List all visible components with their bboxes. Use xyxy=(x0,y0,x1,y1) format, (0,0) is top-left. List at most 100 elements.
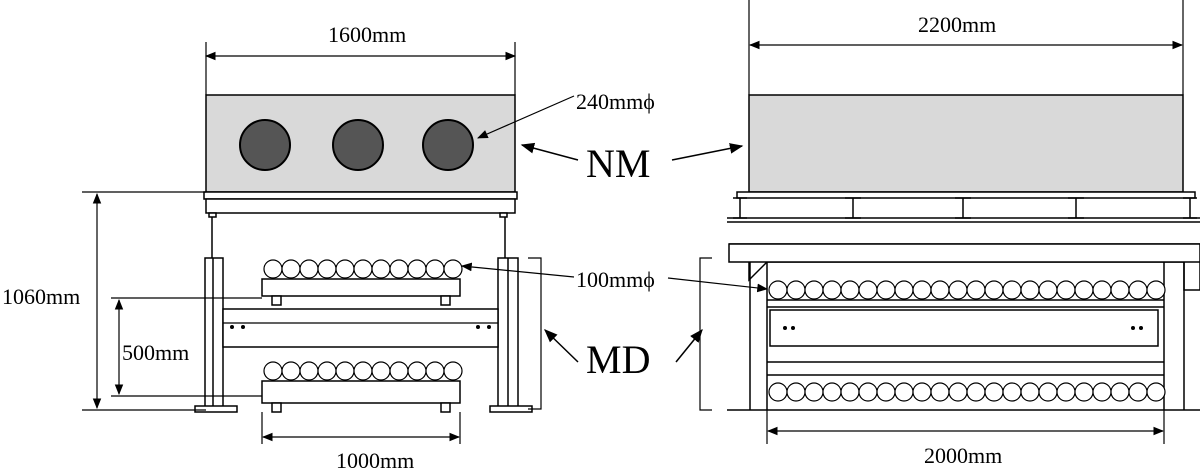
rollers-right-bottom xyxy=(768,382,1166,402)
hole-3 xyxy=(422,119,474,171)
roller xyxy=(948,382,968,402)
roller xyxy=(317,361,337,381)
md-arrow-left xyxy=(544,329,579,363)
roller xyxy=(299,361,319,381)
roller xyxy=(407,361,427,381)
roller xyxy=(1002,382,1022,402)
roller xyxy=(371,361,391,381)
roller xyxy=(804,280,824,300)
nm-label: NM xyxy=(586,141,650,186)
hole-2 xyxy=(332,119,384,171)
roller xyxy=(984,280,1004,300)
roller xyxy=(966,382,986,402)
left-tray-bottom xyxy=(261,380,461,404)
roller xyxy=(768,382,788,402)
hole-diameter-label: 240mmϕ xyxy=(576,89,655,114)
roller xyxy=(1128,382,1148,402)
roller xyxy=(443,259,463,279)
roller xyxy=(1056,382,1076,402)
roller xyxy=(1020,280,1040,300)
roller xyxy=(1092,382,1112,402)
dim-label-1600: 1600mm xyxy=(328,22,406,47)
right-base-plate xyxy=(736,191,1196,199)
roller xyxy=(425,259,445,279)
roller xyxy=(317,259,337,279)
right-crossbeam xyxy=(769,309,1159,347)
roller xyxy=(335,259,355,279)
roller xyxy=(1128,280,1148,300)
roller xyxy=(389,259,409,279)
roller xyxy=(1110,382,1130,402)
roller xyxy=(1056,280,1076,300)
roller xyxy=(1146,382,1166,402)
roller xyxy=(1038,382,1058,402)
roller xyxy=(858,280,878,300)
dim-label-2200: 2200mm xyxy=(918,12,996,37)
roller xyxy=(281,361,301,381)
roller xyxy=(876,382,896,402)
roller xyxy=(263,259,283,279)
left-crossbeam xyxy=(222,308,499,348)
md-bracket-right xyxy=(699,257,712,411)
hole-diameter-leader xyxy=(477,95,575,139)
roller xyxy=(353,259,373,279)
nm-mass-right xyxy=(748,94,1184,193)
rollers-right-top xyxy=(768,280,1166,300)
dim-label-500: 500mm xyxy=(122,340,189,365)
roller xyxy=(894,382,914,402)
roller xyxy=(822,382,842,402)
roller xyxy=(1074,280,1094,300)
roller xyxy=(335,361,355,381)
roller xyxy=(443,361,463,381)
rollers-left-top xyxy=(263,259,463,279)
dim-label-1060: 1060mm xyxy=(2,284,80,309)
holes-left xyxy=(239,119,474,171)
roller xyxy=(966,280,986,300)
dim-label-2000: 2000mm xyxy=(924,443,1002,468)
roller xyxy=(353,361,373,381)
roller xyxy=(281,259,301,279)
roller xyxy=(876,280,896,300)
left-base-plate-upper xyxy=(203,191,518,200)
roller xyxy=(930,382,950,402)
left-tray-top xyxy=(261,278,461,297)
left-post-left xyxy=(204,257,224,410)
roller xyxy=(1002,280,1022,300)
rollers-left-bottom xyxy=(263,361,463,381)
right-view: 2200mm xyxy=(699,0,1200,468)
left-base-plate-lower xyxy=(205,198,516,214)
roller xyxy=(768,280,788,300)
roller xyxy=(1038,280,1058,300)
roller xyxy=(912,382,932,402)
roller xyxy=(371,259,391,279)
roller xyxy=(948,280,968,300)
dim-label-1000: 1000mm xyxy=(336,448,414,472)
i-beam-supports xyxy=(733,197,1197,219)
md-bracket-left xyxy=(528,257,542,410)
roller xyxy=(822,280,842,300)
center-labels: 240mmϕ NM 100mmϕ MD xyxy=(460,89,769,382)
roller xyxy=(840,280,860,300)
roller xyxy=(786,280,806,300)
roller xyxy=(1074,382,1094,402)
roller xyxy=(1092,280,1112,300)
roller xyxy=(786,382,806,402)
roller-leader-left xyxy=(460,262,575,278)
roller xyxy=(299,259,319,279)
roller xyxy=(804,382,824,402)
roller xyxy=(1110,280,1130,300)
roller xyxy=(1020,382,1040,402)
nm-arrow-left xyxy=(520,142,579,161)
md-arrow-right xyxy=(675,328,703,363)
roller-leader-right xyxy=(667,277,769,293)
roller xyxy=(389,361,409,381)
roller xyxy=(263,361,283,381)
roller xyxy=(840,382,860,402)
roller-diameter-label: 100mmϕ xyxy=(576,267,655,292)
nm-arrow-right xyxy=(671,143,744,161)
roller xyxy=(912,280,932,300)
roller xyxy=(894,280,914,300)
roller xyxy=(1146,280,1166,300)
roller xyxy=(407,259,427,279)
